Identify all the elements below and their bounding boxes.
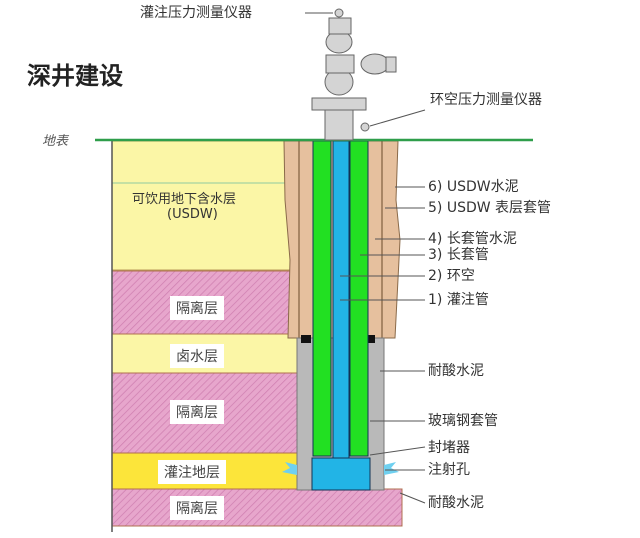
usdw-label: 可饮用地下含水层 <box>132 192 237 207</box>
ground-label: 地表 <box>42 134 69 149</box>
long-casing-left <box>312 140 332 457</box>
wellhead <box>311 8 397 141</box>
callout-acid-cement-bottom: 耐酸水泥 <box>428 495 484 511</box>
callout-frp-casing: 玻璃钢套管 <box>428 413 498 429</box>
callout-perforation: 注射孔 <box>428 462 470 478</box>
injection-zone-label: 灌注地层 <box>158 460 226 484</box>
callout-surface-casing: 5) USDW 表层套管 <box>428 200 552 216</box>
annulus-gauge-label: 环空压力测量仪器 <box>430 92 542 108</box>
brine-layer-label: 卤水层 <box>170 344 224 368</box>
page-title: 深井建设 <box>27 62 123 90</box>
callout-acid-cement: 耐酸水泥 <box>428 363 484 379</box>
injection-tubing <box>332 140 350 465</box>
injection-perforation-right <box>384 462 399 475</box>
injection-perforation-left <box>282 462 297 475</box>
long-casing-right <box>349 140 369 457</box>
usdw-abbr-label: (USDW) <box>167 207 218 222</box>
callout-usdw-cement: 6) USDW水泥 <box>428 179 519 195</box>
callout-long-casing: 3) 长套管 <box>428 247 489 263</box>
callout-injection-tubing: 1) 灌注管 <box>428 292 489 308</box>
callout-long-casing-cement: 4) 长套管水泥 <box>428 231 517 247</box>
injection-gauge-label: 灌注压力测量仪器 <box>140 5 252 21</box>
callout-packer: 封堵器 <box>428 440 470 456</box>
usdw-layer <box>111 140 298 271</box>
packer <box>311 457 371 491</box>
callout-annulus: 2) 环空 <box>428 268 475 284</box>
confining-layer-3 <box>111 488 403 527</box>
confining-layer-label: 隔离层 <box>170 296 224 320</box>
confining-layer-label: 隔离层 <box>170 400 224 424</box>
confining-layer-label: 隔离层 <box>170 496 224 520</box>
